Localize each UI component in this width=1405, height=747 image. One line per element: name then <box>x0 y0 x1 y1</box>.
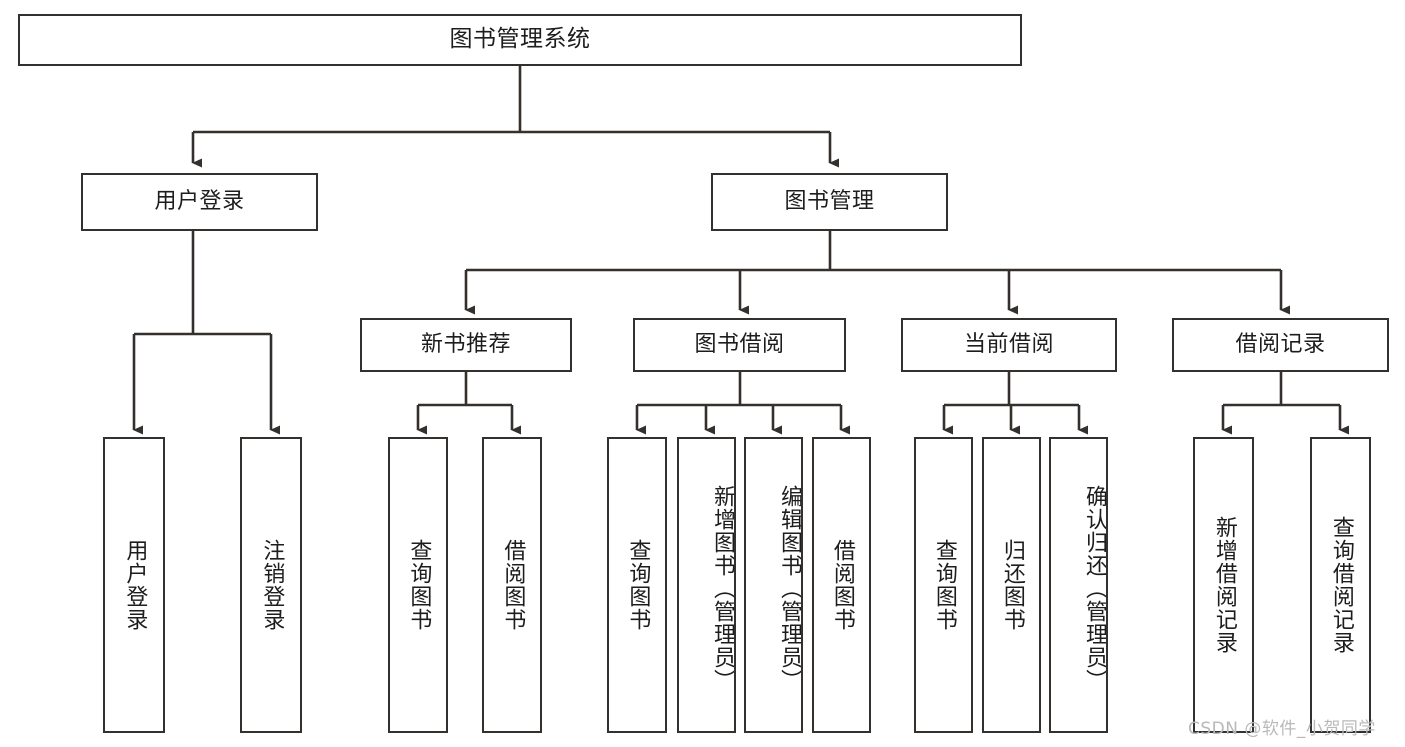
node-label: 当前借阅 <box>963 331 1054 357</box>
csdn-watermark: CSDN @软件_小贺同学 <box>1188 719 1376 739</box>
node-label: 查询借阅记录 <box>1328 516 1354 654</box>
leaf-confirm-return-admin[interactable]: 确认归还（管理员） <box>1049 437 1108 733</box>
node-user-login[interactable]: 用户登录 <box>81 173 318 231</box>
node-label: 借阅图书 <box>500 539 526 631</box>
node-label: 新增图书（管理员） <box>710 484 735 692</box>
node-borrow-record[interactable]: 借阅记录 <box>1172 318 1389 372</box>
node-label: 确认归还（管理员） <box>1082 484 1107 692</box>
node-label: 新增借阅记录 <box>1211 516 1237 654</box>
node-book-borrow[interactable]: 图书借阅 <box>633 318 846 372</box>
node-label: 用户登录 <box>122 539 148 631</box>
node-label: 借阅记录 <box>1235 331 1326 357</box>
node-current-borrow[interactable]: 当前借阅 <box>901 318 1117 372</box>
node-book-management[interactable]: 图书管理 <box>711 173 948 231</box>
leaf-user-login[interactable]: 用户登录 <box>103 437 165 733</box>
node-root-system[interactable]: 图书管理系统 <box>18 14 1022 66</box>
node-label: 新书推荐 <box>420 331 511 357</box>
node-label: 注销登录 <box>259 539 285 631</box>
node-label: 查询图书 <box>625 539 651 631</box>
leaf-query-book-borrow[interactable]: 查询图书 <box>607 437 667 733</box>
leaf-logout[interactable]: 注销登录 <box>240 437 302 733</box>
node-label: 查询图书 <box>406 539 432 631</box>
leaf-query-borrow-record[interactable]: 查询借阅记录 <box>1310 437 1371 733</box>
node-label: 编辑图书（管理员） <box>777 484 802 692</box>
leaf-query-book-current[interactable]: 查询图书 <box>914 437 973 733</box>
leaf-edit-book-admin[interactable]: 编辑图书（管理员） <box>744 437 803 733</box>
leaf-borrow-book-recommend[interactable]: 借阅图书 <box>482 437 542 733</box>
leaf-add-book-admin[interactable]: 新增图书（管理员） <box>677 437 736 733</box>
node-label: 归还图书 <box>999 539 1025 631</box>
node-label: 图书管理 <box>784 188 875 214</box>
leaf-query-book-recommend[interactable]: 查询图书 <box>388 437 448 733</box>
leaf-borrow-book[interactable]: 借阅图书 <box>812 437 871 733</box>
leaf-add-borrow-record[interactable]: 新增借阅记录 <box>1193 437 1254 733</box>
node-label: 借阅图书 <box>829 539 855 631</box>
node-new-book-recommend[interactable]: 新书推荐 <box>360 318 572 372</box>
node-label: 用户登录 <box>154 188 245 214</box>
node-label: 图书借阅 <box>694 331 785 357</box>
leaf-return-book[interactable]: 归还图书 <box>982 437 1041 733</box>
node-label: 图书管理系统 <box>449 26 591 53</box>
node-label: 查询图书 <box>931 539 957 631</box>
